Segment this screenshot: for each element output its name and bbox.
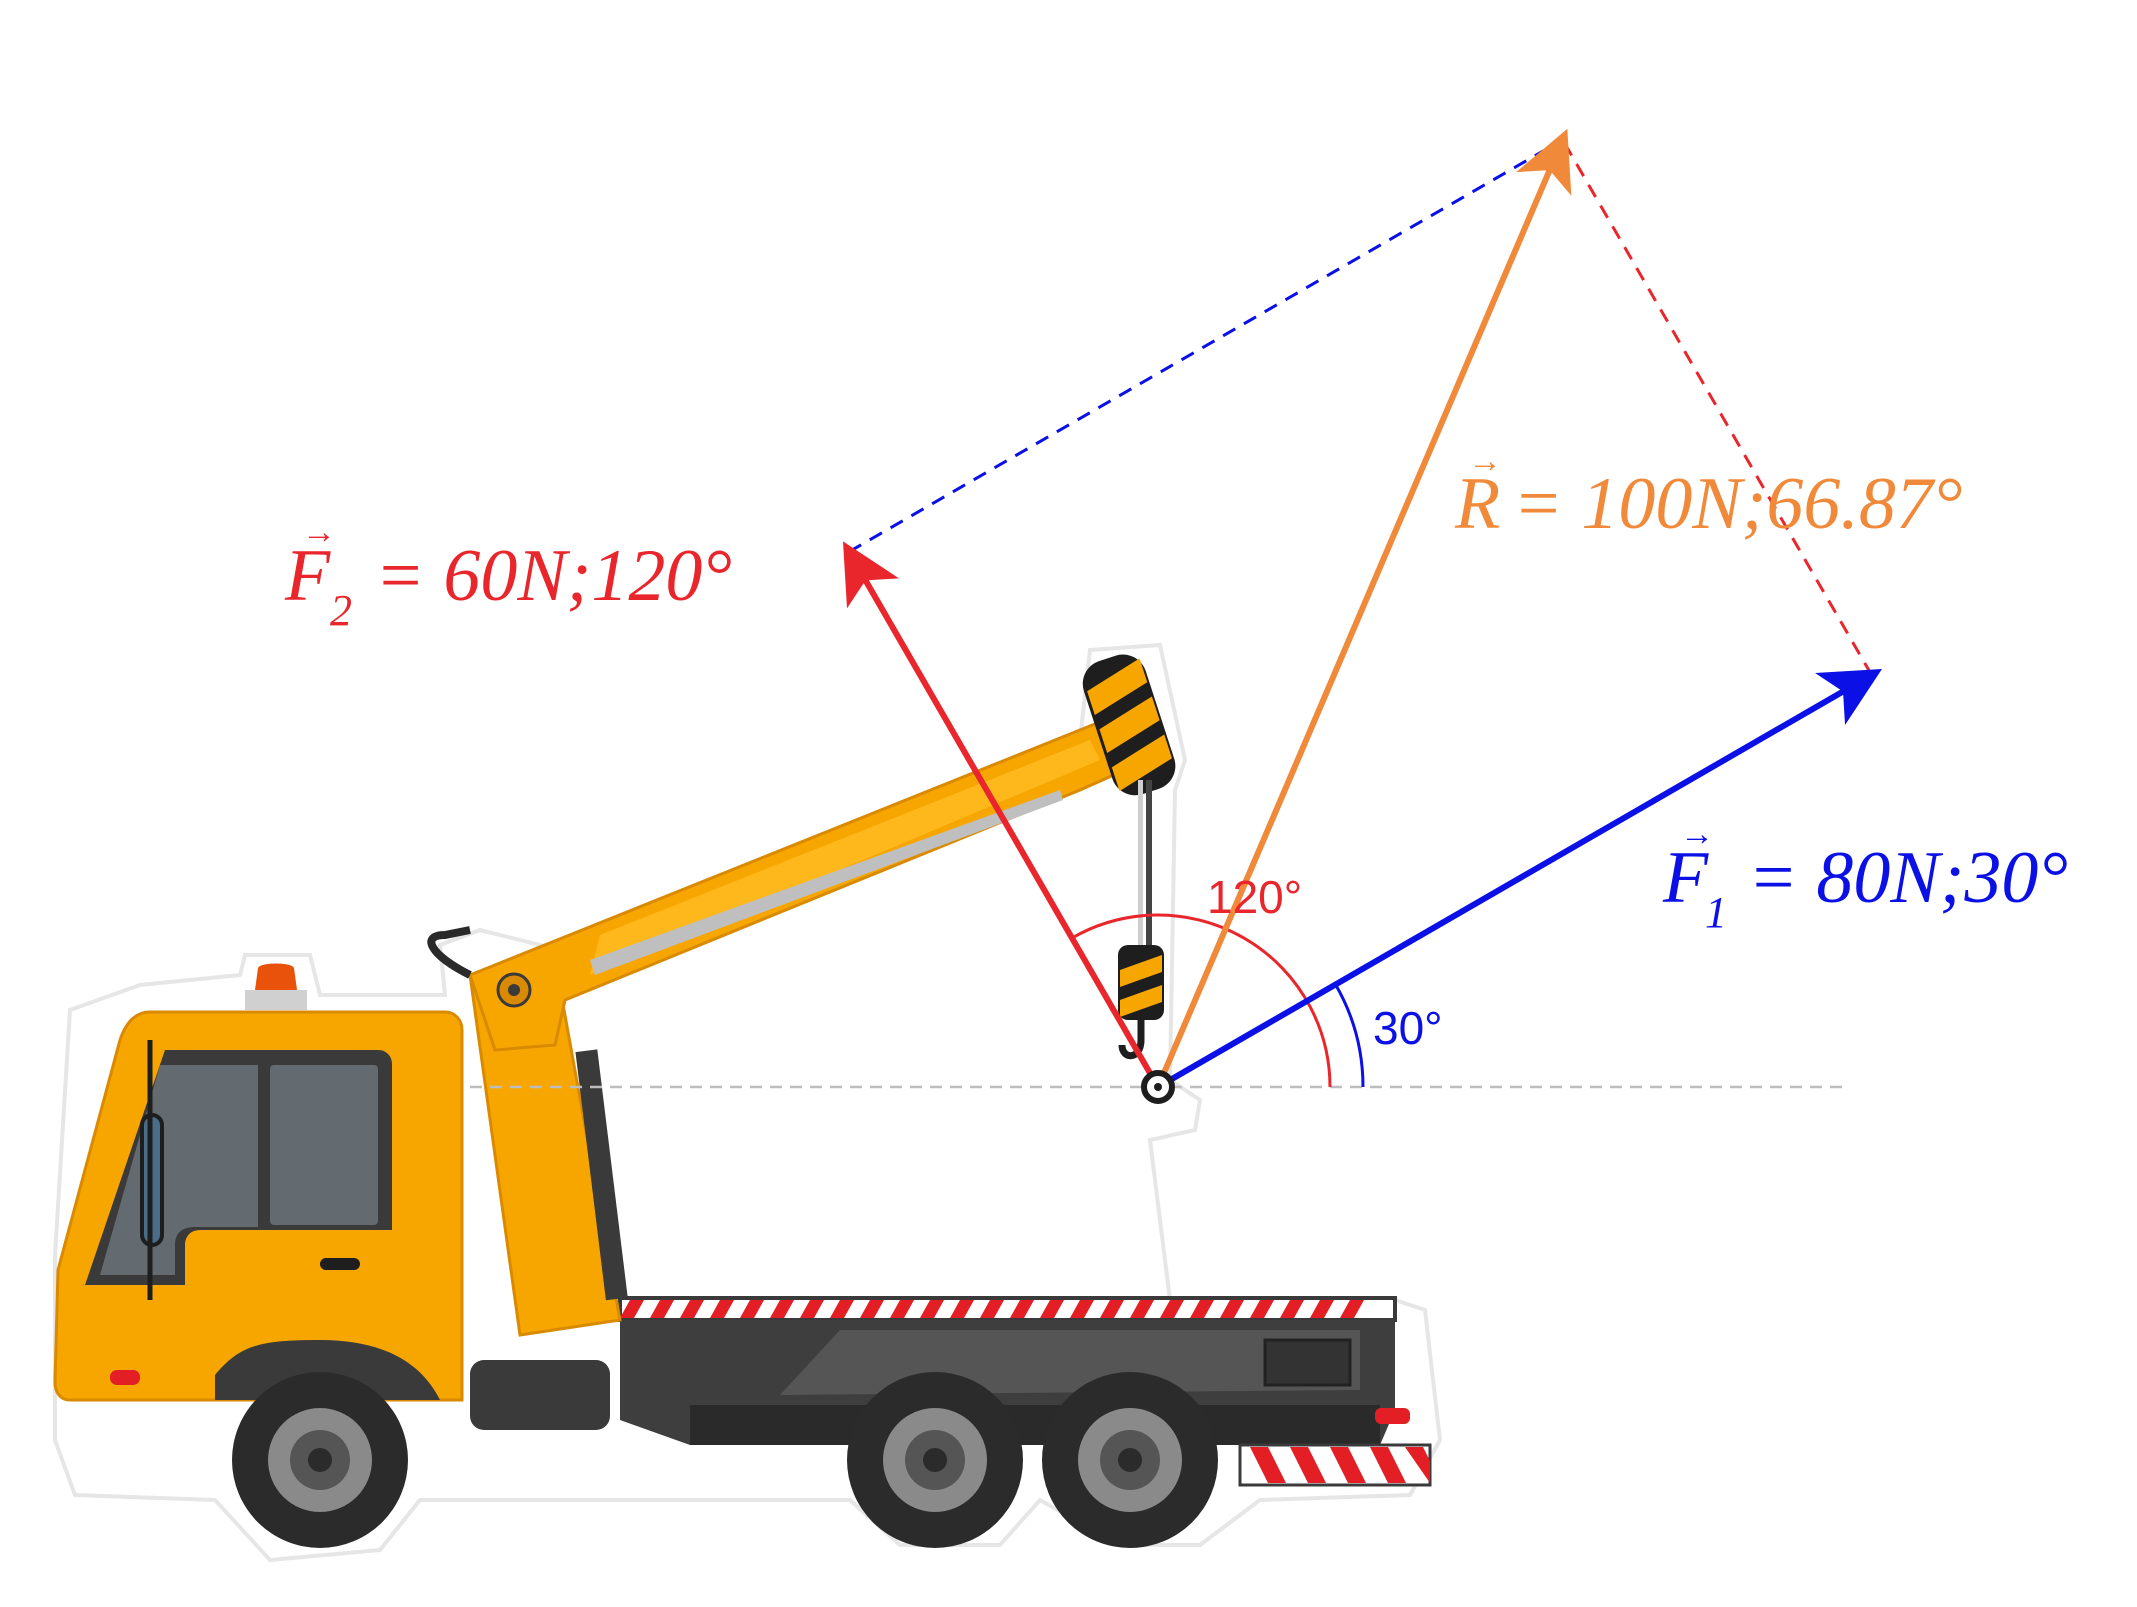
rear-wheel-2 — [1042, 1372, 1218, 1548]
cab-window-pane-1 — [100, 1065, 258, 1275]
fuel-tank — [470, 1360, 610, 1430]
hydraulic-hose — [427, 926, 472, 979]
f2-symbol: F — [284, 535, 331, 617]
f1-subscript: 1 — [1705, 888, 1727, 937]
bed-vent — [1263, 1338, 1352, 1387]
boom-tip-block — [1082, 654, 1176, 796]
resultant-vector-r — [1155, 128, 1572, 1089]
hook-block — [1118, 945, 1164, 1060]
force-vector-f1 — [1156, 669, 1882, 1090]
rear-bumper-stripes — [1238, 1443, 1432, 1487]
r-vector-arrow-mark: → — [1468, 442, 1502, 480]
f2-value: = 60N;120° — [375, 535, 732, 617]
label-f2: → F 2 = 60N;120° — [284, 513, 732, 635]
f1-vector-arrow-mark: → — [1680, 815, 1714, 853]
parallelogram-side-f1 — [848, 138, 1564, 554]
f2-subscript: 2 — [330, 586, 352, 635]
angle-label-30: 30° — [1373, 1002, 1443, 1054]
truck-bed-stripe — [618, 1296, 1397, 1322]
label-f1: → F 1 = 80N;30° — [1662, 815, 2068, 937]
door-handle — [320, 1258, 360, 1270]
rear-wheel-1 — [847, 1372, 1023, 1548]
angle-label-120: 120° — [1207, 871, 1302, 923]
f1-value: = 80N;30° — [1748, 837, 2068, 919]
bed-red-stripes — [620, 1300, 1364, 1318]
crane-truck-illustration — [53, 642, 1443, 1563]
rear-light — [1375, 1408, 1410, 1424]
bed-rear-bar — [690, 1405, 1380, 1445]
angle-arc-120 — [1071, 913, 1332, 1088]
vector-diagram: 30° 120° → F 2 = 60N;120° → R = 100N;66.… — [284, 128, 2068, 1104]
boom-lower-rail — [590, 790, 1063, 975]
cab-fender — [215, 1340, 440, 1400]
front-wheel — [232, 1372, 408, 1548]
f2-vector-arrow-mark: → — [302, 513, 336, 551]
beacon-light — [255, 963, 297, 990]
label-r: → R = 100N;66.87° — [1454, 442, 1963, 545]
crane-cable — [1146, 780, 1152, 950]
hydraulic-piston — [575, 1049, 628, 1301]
f1-symbol: F — [1662, 837, 1709, 919]
force-vector-f2 — [842, 541, 1161, 1089]
r-symbol: R — [1454, 463, 1500, 545]
r-value: = 100N;66.87° — [1513, 463, 1963, 545]
cab-window-pane-2 — [270, 1065, 378, 1225]
cab-side-light — [110, 1370, 140, 1385]
parallelogram-side-f2 — [1561, 139, 1873, 676]
angle-arc-30 — [1334, 983, 1365, 1088]
beacon-light-base — [245, 990, 307, 1010]
